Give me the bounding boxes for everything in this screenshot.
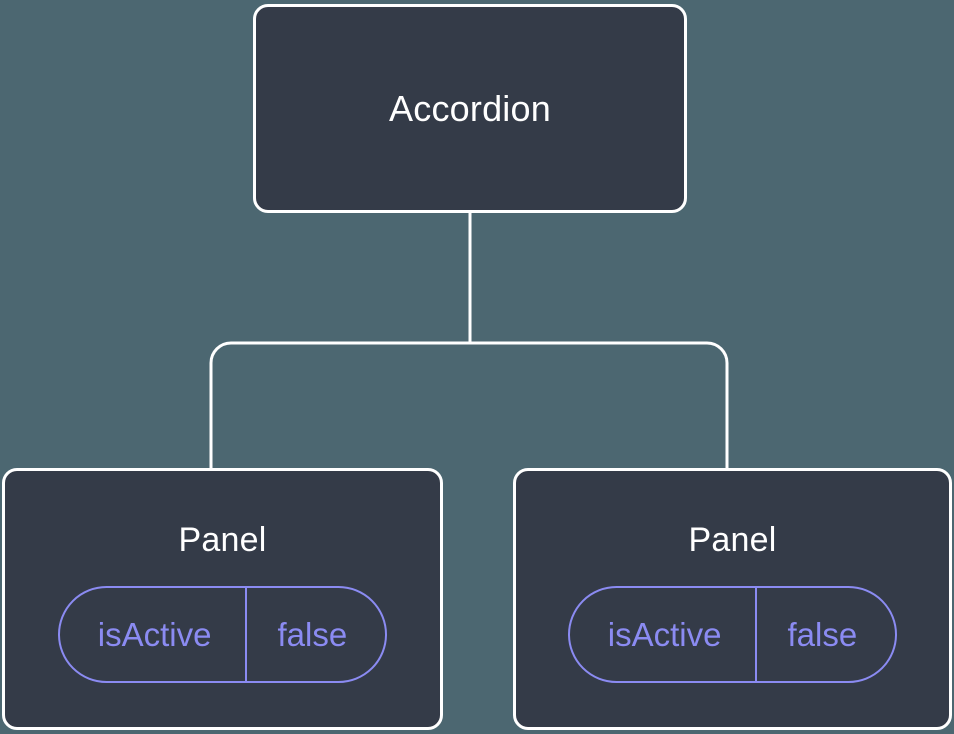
node-accordion[interactable]: Accordion: [253, 4, 687, 213]
prop-key-label: isActive: [97, 616, 212, 653]
prop-badge-isactive-right[interactable]: isActive false: [567, 586, 898, 683]
node-panel-left-label: Panel: [178, 521, 267, 559]
prop-key-label: isActive: [607, 616, 722, 653]
edge-root-to-panel-right: [470, 341, 729, 470]
prop-value-label: false: [755, 588, 895, 681]
prop-badge-isactive-left[interactable]: isActive false: [57, 586, 388, 683]
edge-root-to-panel-left: [209, 341, 470, 470]
node-panel-right-label: Panel: [688, 521, 777, 559]
node-accordion-label: Accordion: [389, 87, 551, 129]
node-panel-left[interactable]: Panel isActive false: [2, 468, 443, 730]
prop-value-label: false: [245, 588, 385, 681]
node-panel-right[interactable]: Panel isActive false: [513, 468, 952, 730]
